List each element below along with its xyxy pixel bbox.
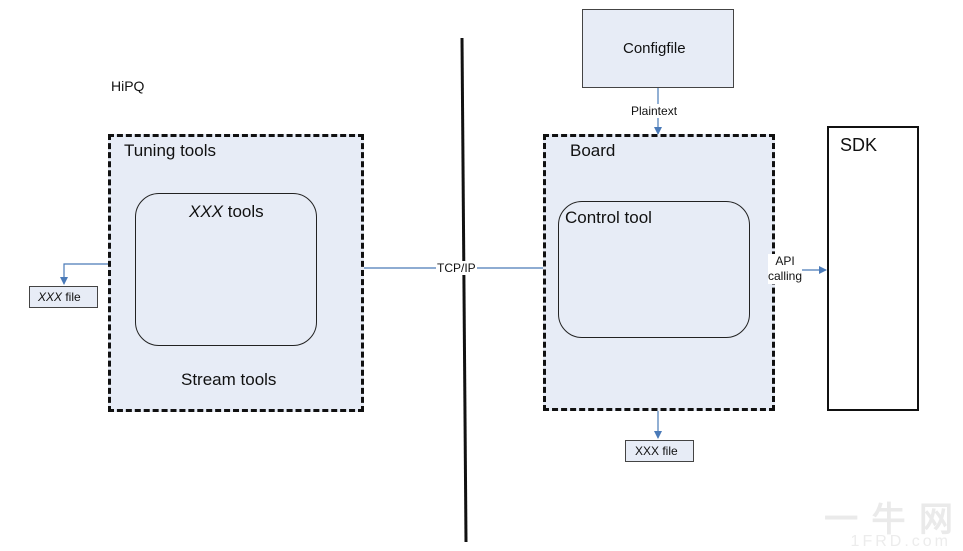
xxx-tools-title-rest: tools bbox=[223, 202, 264, 221]
xxx-tools-box bbox=[135, 193, 317, 346]
left-xxx-file-rest: file bbox=[62, 290, 81, 304]
left-xxx-file-label: XXX file bbox=[38, 290, 81, 304]
xxx-tools-title: XXX tools bbox=[189, 202, 264, 222]
control-tool-box bbox=[558, 201, 750, 338]
plaintext-label: Plaintext bbox=[630, 104, 679, 118]
board-title: Board bbox=[570, 141, 616, 160]
right-xxx-file-label: XXX file bbox=[635, 444, 678, 458]
stream-tools-label: Stream tools bbox=[181, 370, 277, 389]
right-xxx-file-box bbox=[625, 440, 694, 462]
tuning-tools-title: Tuning tools bbox=[124, 141, 216, 160]
control-tool-title: Control tool bbox=[565, 208, 652, 227]
network-divider-line bbox=[460, 37, 468, 543]
configfile-label: Configfile bbox=[623, 40, 686, 57]
watermark-url: 1FRD.com bbox=[850, 533, 951, 550]
sdk-label: SDK bbox=[840, 135, 878, 155]
left-xxx-file-box bbox=[29, 286, 98, 308]
sdk-box bbox=[827, 126, 919, 411]
watermark-logo: 一 牛 网 bbox=[824, 501, 955, 539]
api-calling-label: API calling bbox=[768, 254, 803, 284]
xxx-tools-title-italic: XXX bbox=[189, 202, 224, 221]
configfile-box bbox=[582, 9, 734, 88]
hipq-label: HiPQ bbox=[111, 78, 145, 94]
tcpip-label: TCP/IP bbox=[436, 261, 477, 275]
left-xxx-file-italic: XXX bbox=[38, 290, 63, 304]
